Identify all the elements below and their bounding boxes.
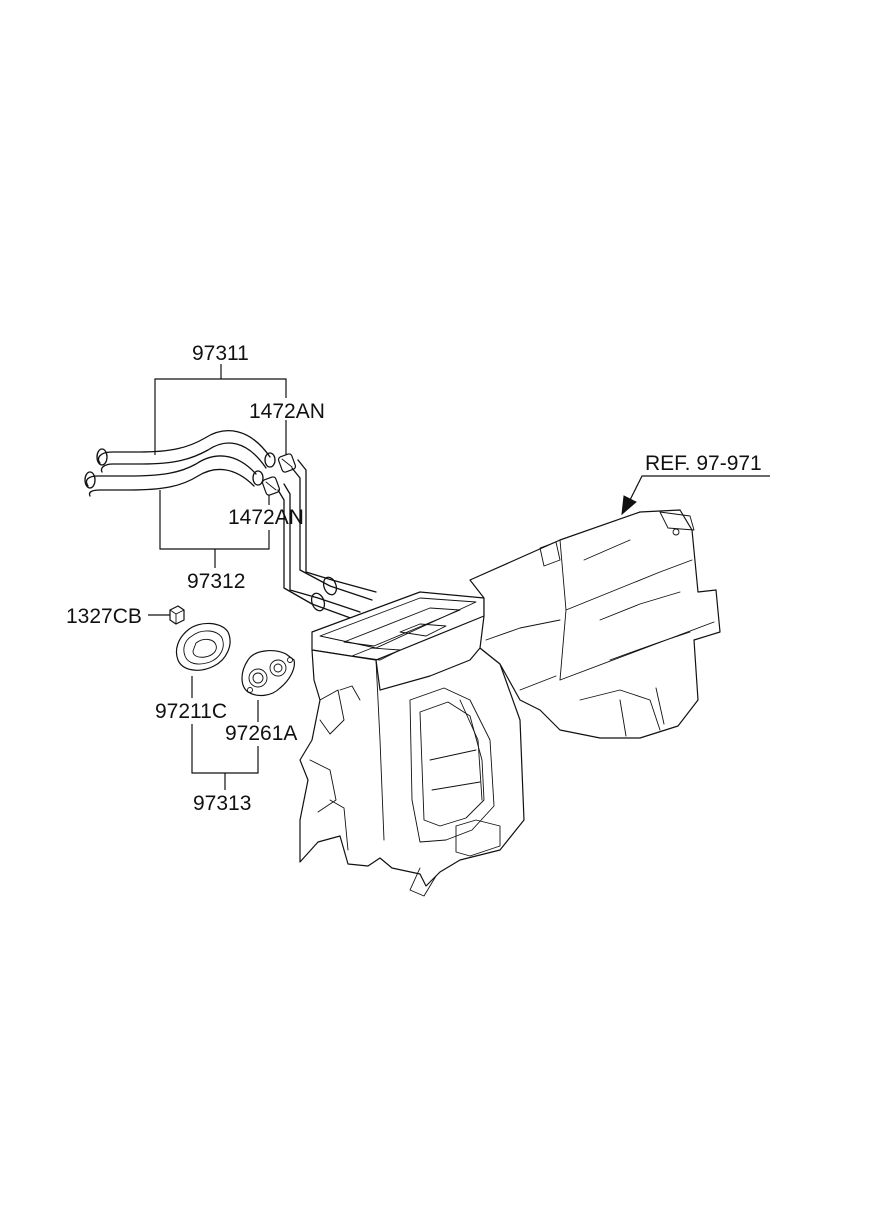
- label-1327cb: 1327CB: [66, 605, 142, 628]
- label-ref-97-971: REF. 97-971: [645, 452, 762, 475]
- label-97313: 97313: [193, 792, 251, 815]
- label-1472an-top: 1472AN: [249, 400, 325, 423]
- leader-97313: [191, 676, 259, 790]
- label-97261a: 97261A: [225, 722, 297, 745]
- label-1472an-bottom: 1472AN: [228, 506, 304, 529]
- label-97211c: 97211C: [155, 700, 227, 723]
- leader-97311: [154, 364, 287, 455]
- label-97312: 97312: [187, 570, 245, 593]
- heater-pipe-icon: [277, 459, 377, 621]
- heater-hose-pipe-icon: [84, 430, 276, 497]
- leader-97312: [159, 490, 270, 568]
- heater-blower-unit-icon: [299, 509, 721, 897]
- gasket-icon: [175, 622, 231, 671]
- hose-clamp-icon: [261, 453, 297, 496]
- label-97311: 97311: [192, 342, 249, 365]
- seal-plate-icon: [241, 650, 295, 697]
- leader-ref-97-971: [621, 475, 770, 516]
- grommet-plug-icon: [169, 605, 185, 625]
